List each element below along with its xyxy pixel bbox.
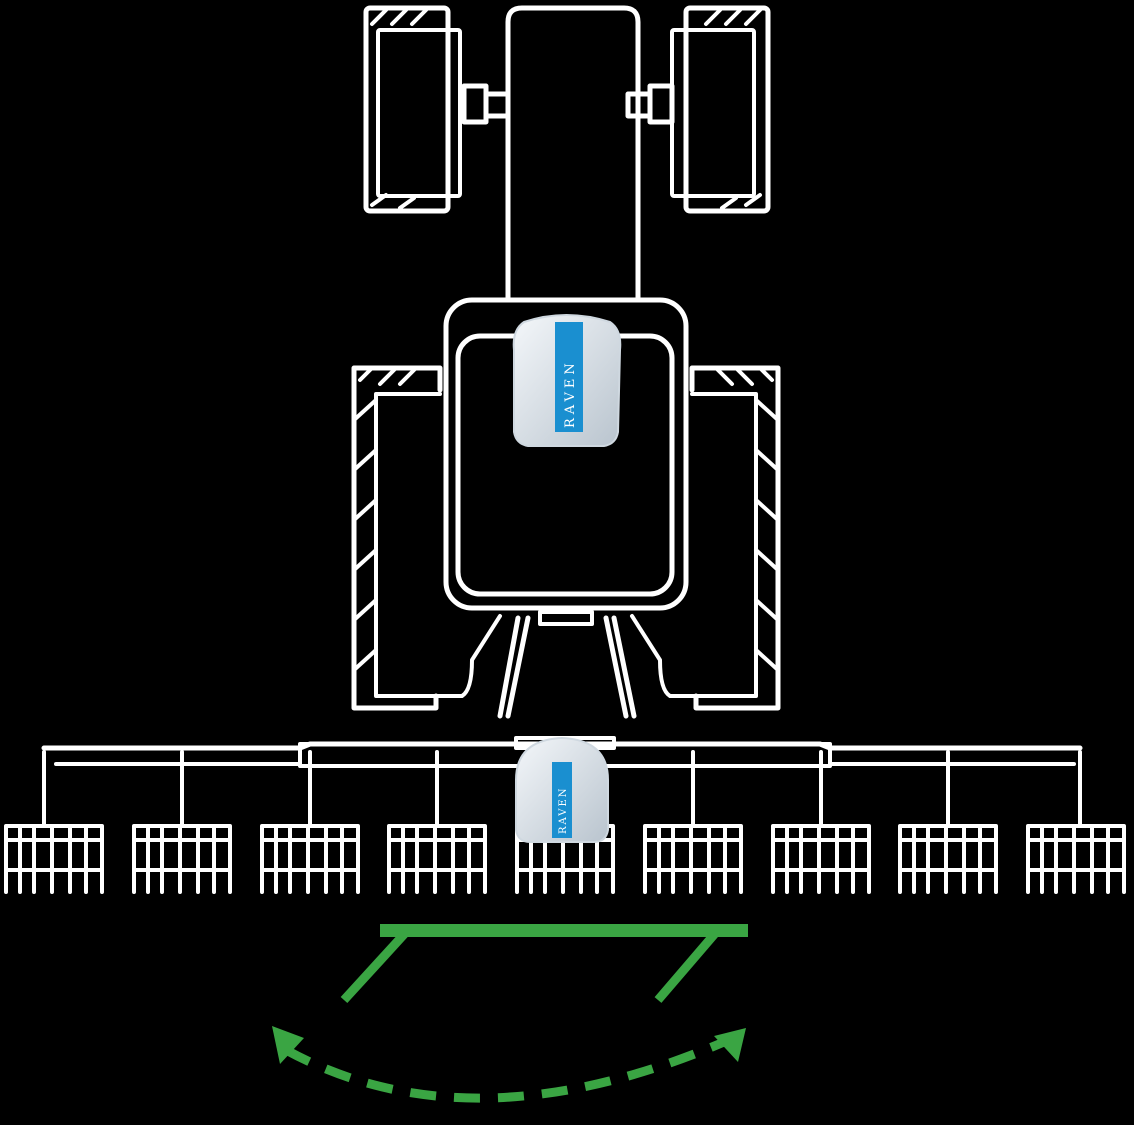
- receiver-brand-label: [552, 762, 572, 838]
- receiver-brand-label: [555, 322, 583, 432]
- row-unit: [387, 750, 487, 894]
- row-unit-frame: [387, 750, 487, 894]
- tractor-hood: [505, 5, 641, 303]
- row-unit: [4, 750, 104, 894]
- tractor-receiver: RAVEN: [512, 314, 622, 447]
- rear-right-wheel: [630, 365, 781, 711]
- row-unit-frame: [898, 750, 998, 894]
- row-unit: [643, 750, 743, 894]
- receiver-brand-text: RAVEN: [558, 786, 569, 834]
- row-unit-frame: [4, 750, 104, 894]
- row-unit-frame: [1026, 750, 1126, 894]
- row-unit-frame: [260, 750, 360, 894]
- front-right-axle: [625, 83, 675, 125]
- row-unit-frame: [132, 750, 232, 894]
- left-arrowhead-icon: [272, 1026, 304, 1064]
- side-shift-indicator: [272, 924, 748, 1103]
- row-unit: [1026, 750, 1126, 894]
- implement-swing-bracket: [340, 925, 728, 1004]
- tractor: RAVEN: [351, 5, 781, 719]
- front-left-wheel: [363, 5, 462, 214]
- right-arrowhead-icon: [714, 1028, 746, 1062]
- row-unit-frame: [643, 750, 743, 894]
- front-right-wheel: [670, 5, 771, 214]
- rear-left-wheel: [351, 365, 502, 711]
- receiver-brand-text: RAVEN: [563, 359, 578, 428]
- front-left-axle: [461, 83, 511, 125]
- row-unit: [260, 750, 360, 894]
- row-unit: [132, 750, 232, 894]
- row-unit-frame: [771, 750, 871, 894]
- implement-receiver: RAVEN: [515, 736, 609, 843]
- implement: RAVEN: [4, 736, 1126, 894]
- row-unit: [771, 750, 871, 894]
- three-point-hitch: [497, 610, 637, 719]
- row-unit: [898, 750, 998, 894]
- swing-arc-dashed: [283, 1037, 726, 1103]
